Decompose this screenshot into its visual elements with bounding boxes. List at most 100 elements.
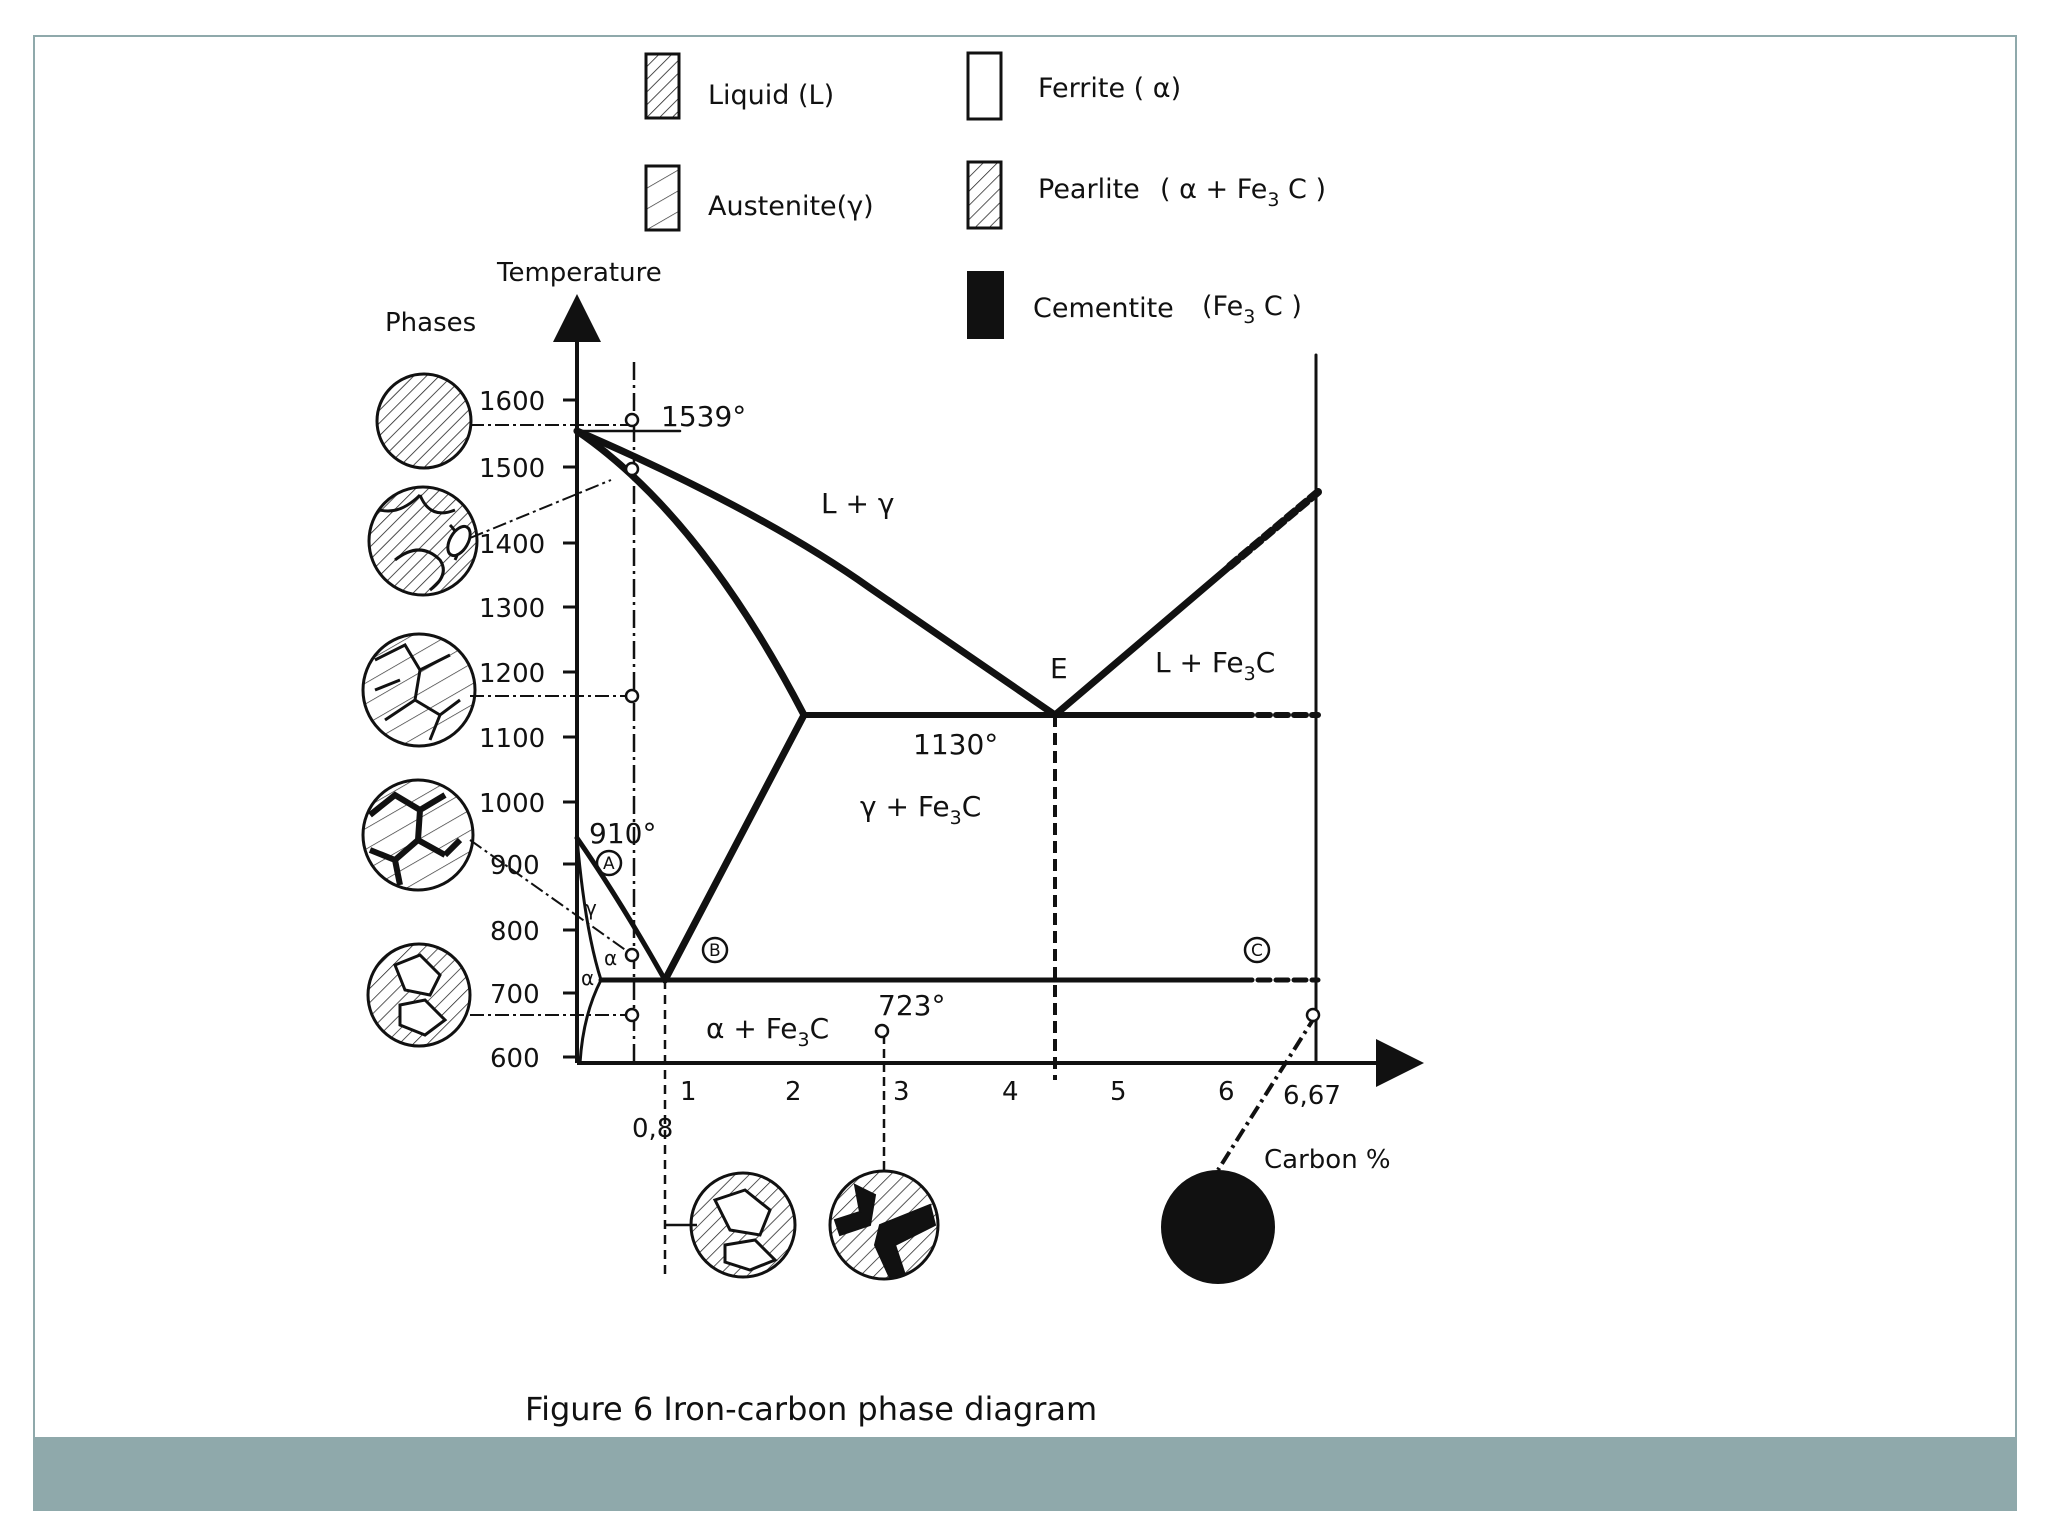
micro-cementite-network xyxy=(833,1183,937,1280)
x-tick-label: 6 xyxy=(1218,1077,1235,1107)
slide-frame xyxy=(33,35,2017,1511)
liquidus-cementite-line xyxy=(1051,562,1234,719)
legend-austenite-label: Austenite(γ) xyxy=(708,191,874,222)
phase-lines xyxy=(573,353,1322,1065)
circle-b-letter: B xyxy=(709,941,721,961)
cementite-swatch xyxy=(967,271,1004,339)
temp-723-label: 723° xyxy=(878,989,945,1022)
sample-point xyxy=(624,688,640,704)
phases-title: Phases xyxy=(385,308,476,338)
microstructure-cementite xyxy=(1161,1170,1275,1284)
pearlite-swatch xyxy=(966,160,1003,230)
small-alpha-label-1: α xyxy=(604,946,617,970)
solidus-line xyxy=(573,427,808,719)
sample-point xyxy=(624,461,640,477)
legend-ferrite-label: Ferrite ( α) xyxy=(1038,73,1181,104)
legend-liquid-label: Liquid (L) xyxy=(708,80,834,111)
y-tick-label: 1100 xyxy=(479,724,545,754)
y-ticks xyxy=(563,398,577,1059)
microstructure-austenite-ferrite xyxy=(361,778,475,892)
temp-1130-label: 1130° xyxy=(913,728,998,761)
micro-cementite-circle xyxy=(1161,1170,1275,1284)
micro-ferrite-grains xyxy=(393,953,448,1037)
region-alpha-fe3c: α + Fe3C xyxy=(706,1012,829,1051)
sample-points xyxy=(624,412,1321,1039)
sample-point xyxy=(624,412,640,428)
microstructure-hypereutectic-sample xyxy=(828,1169,940,1281)
leader-cementite xyxy=(1216,1013,1318,1172)
ferrite-solvus xyxy=(578,978,603,1065)
sample-point xyxy=(874,1023,890,1039)
figure-caption: Figure 6 Iron-carbon phase diagram xyxy=(525,1390,1097,1428)
microstructure-austenite xyxy=(361,632,477,748)
temp-910-label: 910° xyxy=(589,817,656,850)
x-tick-label: 1 xyxy=(680,1077,697,1107)
microstructure-pearlite-ferrite xyxy=(366,942,472,1048)
temp-1539-label: 1539° xyxy=(661,400,746,433)
ferrite-swatch xyxy=(966,51,1003,121)
point-e-label: E xyxy=(1050,652,1068,685)
circle-a-marker xyxy=(595,849,623,877)
circle-b-marker xyxy=(701,936,729,964)
y-tick-label: 1000 xyxy=(479,789,545,819)
legend-cementite-name: Cementite xyxy=(1033,293,1174,324)
y-tick-labels: 1600 1500 1400 1300 1200 1100 1000 900 8… xyxy=(479,387,545,1074)
leader-liquid-austenite xyxy=(469,479,612,539)
y-tick-label: 1600 xyxy=(479,387,545,417)
small-alpha-label-2: α xyxy=(581,966,594,990)
x-tick-labels: 1 2 3 4 5 6 6,67 0,8 xyxy=(632,1077,1341,1144)
y-axis-title: Temperature xyxy=(496,258,662,288)
legend-pearlite-name: Pearlite xyxy=(1038,174,1140,205)
region-labels: 1539° 1130° 910° 723° L + γ E L + Fe3C γ… xyxy=(581,400,1275,1051)
legend: Liquid (L) Austenite(γ) Ferrite ( α) Pea… xyxy=(644,51,1326,339)
circle-c-letter: C xyxy=(1251,941,1263,961)
liquidus-cementite-dashed xyxy=(1226,488,1322,570)
x-tick-label: 2 xyxy=(785,1077,802,1107)
x-tick-label: 4 xyxy=(1002,1077,1019,1107)
circle-a-letter: A xyxy=(603,854,615,874)
micro-grain-boundaries xyxy=(374,643,461,741)
y-tick-label: 900 xyxy=(490,851,540,881)
y-tick-label: 1200 xyxy=(479,659,545,689)
acm-line xyxy=(661,711,808,984)
microstructure-eutectoid-sample xyxy=(689,1171,797,1279)
sample-point xyxy=(624,947,640,963)
micro-grain-boundaries xyxy=(379,493,461,592)
micro-ferrite-grains xyxy=(712,1188,778,1272)
footer-bar xyxy=(33,1437,2017,1511)
legend-pearlite-formula: ( α + Fe3 C ) xyxy=(1160,174,1326,211)
microstructure-liquid xyxy=(375,372,473,470)
x-tick-label: 3 xyxy=(893,1077,910,1107)
a3-line xyxy=(574,835,668,983)
sample-point xyxy=(1305,1007,1321,1023)
micro-liquid-circle xyxy=(375,372,473,470)
y-tick-label: 1400 xyxy=(479,530,545,560)
leader-austenite-ferrite xyxy=(469,839,635,957)
x-axis-title: Carbon % xyxy=(1264,1145,1391,1175)
liquidus-line xyxy=(573,427,1059,719)
micro-grain xyxy=(446,524,472,558)
liquid-swatch xyxy=(644,52,681,120)
y-tick-label: 800 xyxy=(490,917,540,947)
region-l-fe3c: L + Fe3C xyxy=(1155,646,1275,685)
region-gamma-fe3c: γ + Fe3C xyxy=(860,790,981,829)
region-markers xyxy=(595,849,1271,964)
x-tick-label: 6,67 xyxy=(1283,1081,1341,1111)
ferrite-boundary xyxy=(575,836,603,982)
micro-l-gamma-circle xyxy=(367,485,479,597)
legend-cementite-formula: (Fe3 C ) xyxy=(1202,291,1302,328)
austenite-swatch xyxy=(644,164,681,232)
sample-point xyxy=(624,1007,640,1023)
micro-grain-boundaries xyxy=(368,791,463,886)
x-tick-label-eutectoid: 0,8 xyxy=(632,1114,673,1144)
y-tick-label: 700 xyxy=(490,980,540,1010)
small-gamma-label: γ xyxy=(585,896,597,920)
x-tick-label: 5 xyxy=(1110,1077,1127,1107)
y-tick-label: 600 xyxy=(490,1044,540,1074)
micro-austenite-circle xyxy=(361,632,477,748)
axes: Temperature Phases Carbon % 1600 1500 14… xyxy=(385,258,1424,1175)
region-l-gamma: L + γ xyxy=(821,487,894,520)
guide-lines xyxy=(469,362,1318,1278)
region-marker-letters: A B C xyxy=(603,854,1263,961)
